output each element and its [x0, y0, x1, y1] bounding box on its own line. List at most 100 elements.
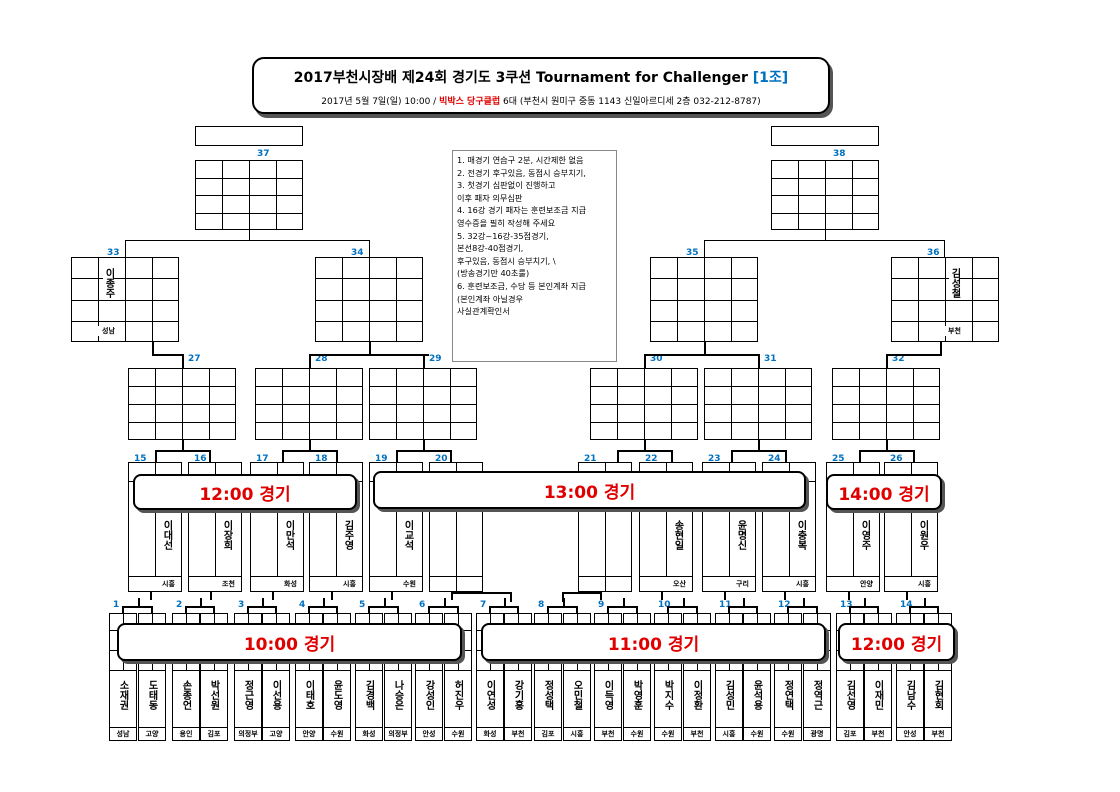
- bracket-line: [666, 462, 667, 592]
- bracket-line: [249, 160, 250, 230]
- match-number: 1: [113, 600, 120, 610]
- player-city: 화성: [483, 730, 497, 738]
- player-city-cell: [743, 727, 771, 741]
- note-line: 6. 훈련보조금, 수당 등 본인계좌 지급: [457, 280, 586, 291]
- player-city: 시흥: [343, 580, 356, 588]
- player-city: 조천: [222, 580, 235, 588]
- player-name: 허진우: [452, 680, 463, 710]
- group-label: [1조]: [752, 70, 789, 86]
- bracket-line: [384, 598, 386, 607]
- bracket-line: [623, 598, 625, 607]
- bracket-line: [644, 368, 645, 440]
- player-city: 안성: [903, 730, 917, 738]
- player-city: 화성: [362, 730, 376, 738]
- player-city-cell: [774, 727, 802, 741]
- bracket-line: [696, 606, 698, 614]
- bracket-line: [323, 670, 351, 671]
- bracket-line: [562, 592, 564, 602]
- bracket-line: [547, 606, 549, 614]
- bracket-line: [944, 240, 945, 257]
- bracket-line: [849, 606, 851, 614]
- player-name: 윤석용: [751, 680, 762, 710]
- match-number: 6: [419, 600, 426, 610]
- player-city: 시흥: [918, 580, 931, 588]
- bracket-line: [787, 606, 816, 608]
- time-banner-r32-left: 10:00 경기: [117, 623, 462, 661]
- page-subtitle: 2017년 5월 7일(일) 10:00 / 빅박스 당구클럽 6대 (부천시 …: [321, 97, 761, 107]
- bracket-line: [122, 606, 124, 614]
- bracket-line: [784, 592, 786, 600]
- bracket-line: [182, 354, 184, 368]
- player-city: 고양: [145, 730, 159, 738]
- bracket-line: [859, 450, 861, 462]
- bracket-line: [309, 354, 311, 368]
- player-name: 이정환: [691, 680, 702, 710]
- bracket-line: [247, 606, 249, 614]
- player-name: 정근영: [242, 680, 253, 710]
- bracket-line: [731, 368, 732, 440]
- player-name: 이득영: [602, 680, 613, 710]
- bracket-line: [150, 592, 152, 600]
- match-number: 4: [299, 600, 306, 610]
- player-city-cell: [639, 576, 693, 592]
- player-city-cell: [476, 727, 504, 741]
- bracket-line: [109, 670, 137, 671]
- player-name: 오민철: [571, 680, 582, 710]
- match-number: 8: [538, 600, 545, 610]
- bracket-line: [423, 368, 424, 440]
- bracket-line: [816, 606, 818, 614]
- bracket-line: [728, 606, 730, 614]
- player-city: 부천: [931, 730, 945, 738]
- bracket-line: [397, 606, 399, 614]
- player-city: 시흥: [722, 730, 736, 738]
- match-number: 25: [832, 454, 845, 464]
- player-name: 김경백: [363, 680, 374, 710]
- bracket-line: [355, 670, 383, 671]
- bracket-line: [342, 257, 343, 342]
- player-city-cell: [623, 727, 651, 741]
- bracket-line: [644, 440, 646, 450]
- bracket-line: [940, 342, 942, 354]
- bracket-line: [825, 160, 826, 230]
- player-city-cell: [826, 576, 880, 592]
- player-city-cell: [836, 727, 864, 741]
- player-city-cell: [702, 576, 756, 592]
- bracket-line: [504, 598, 506, 607]
- player-name: 나승은: [392, 680, 403, 710]
- player-city: 수원: [451, 730, 465, 738]
- note-line: 본선8강-40점경기,: [457, 243, 524, 254]
- player-name: 이장희: [221, 520, 232, 550]
- bracket-line: [743, 670, 771, 671]
- bracket-line: [743, 598, 745, 607]
- bracket-line: [836, 670, 864, 671]
- bracket-line: [728, 606, 756, 608]
- bracket-line: [423, 440, 425, 450]
- match-number: 31: [764, 354, 777, 364]
- bracket-line: [182, 440, 184, 450]
- note-line: 이후 패자 의무심판: [457, 192, 523, 203]
- player-city: 수원: [661, 730, 675, 738]
- bracket-line: [937, 606, 939, 614]
- match-number: 10: [658, 600, 671, 610]
- bracket-line: [677, 257, 678, 342]
- bracket-line: [859, 450, 913, 452]
- bracket-line: [774, 670, 802, 671]
- player-city-cell: [594, 727, 622, 741]
- player-name: 김성철: [949, 268, 960, 298]
- player-name: 김현회: [932, 680, 943, 710]
- bracket-line: [200, 598, 202, 607]
- player-city-cell: [384, 727, 412, 741]
- player-city-cell: [250, 576, 304, 592]
- bracket-line: [623, 670, 651, 671]
- player-city: 고양: [269, 730, 283, 738]
- player-city: 수원: [630, 730, 644, 738]
- player-city: 김포: [207, 730, 221, 738]
- player-city-cell: [504, 727, 532, 741]
- player-city-cell: [172, 727, 200, 741]
- bracket-line: [877, 606, 879, 614]
- bracket-line: [210, 592, 212, 600]
- bracket-line: [369, 257, 370, 342]
- bracket-line: [122, 606, 151, 608]
- bracket-line: [155, 368, 156, 440]
- note-line: 영수증을 필히 작성해 주세요: [457, 217, 556, 228]
